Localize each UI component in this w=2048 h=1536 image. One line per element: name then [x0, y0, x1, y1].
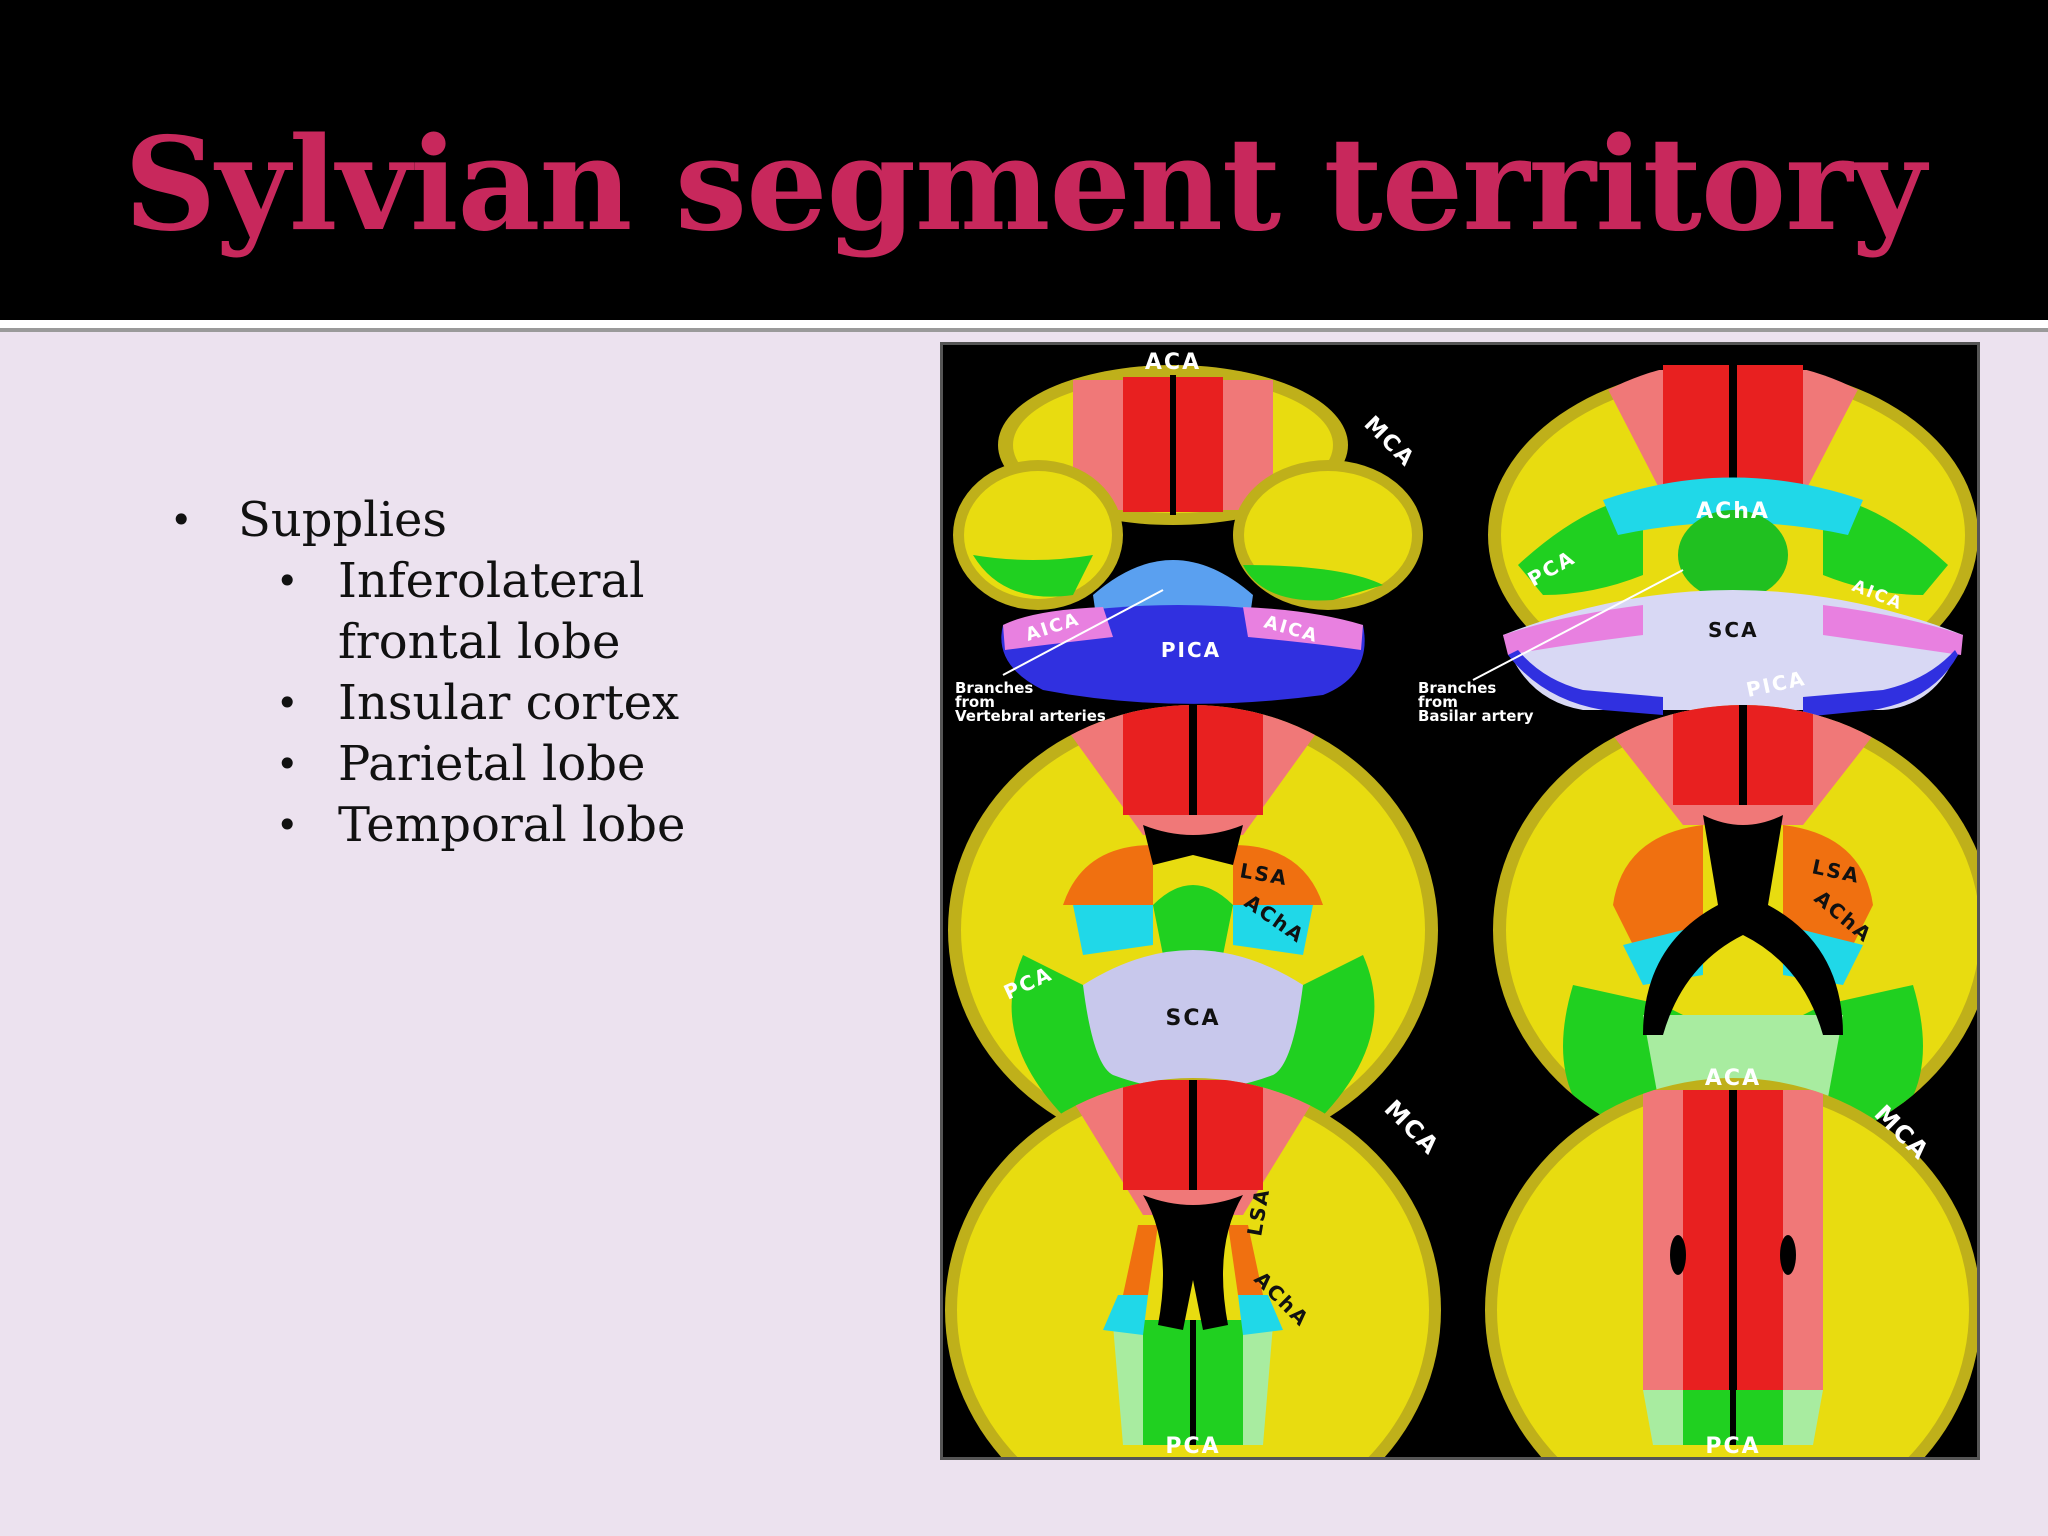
note-basilar-3: Basilar artery	[1418, 707, 1534, 725]
pca-territory	[973, 555, 1093, 597]
slice-midbrain-basilar: AChA PCA AICA SCA PICA Branches from Bas…	[1418, 360, 1977, 725]
label-sca: SCA	[1165, 1006, 1220, 1031]
label-acha: AChA	[1696, 499, 1770, 524]
lsa-territory	[1063, 845, 1153, 905]
label-pca: PCA	[1165, 1434, 1220, 1457]
bullet-temporal-lobe: Temporal lobe	[272, 795, 718, 856]
aica-territory	[1503, 605, 1643, 655]
label-aca: ACA	[1145, 350, 1201, 375]
label-pca: PCA	[1705, 1434, 1760, 1457]
note-basilar-2: from	[1418, 693, 1458, 711]
note-vertebral-3: Vertebral arteries	[955, 707, 1106, 725]
slice-basal-ganglia-upper: LSA AChA	[1493, 705, 1977, 1155]
ventricles	[1143, 1195, 1243, 1330]
slice-posterior-fossa-vertebral: ACA MCA AICA AICA PICA Branches from Ver…	[953, 350, 1423, 725]
note-basilar-1: Branches	[1418, 679, 1496, 697]
sub-bullet-list: Inferolateral frontal lobe Insular corte…	[272, 551, 718, 856]
slide-title: Sylvian segment territory	[124, 110, 1926, 260]
slice-centrum-semiovale: ACA MCA PCA	[1485, 1066, 1977, 1457]
slice-basal-ganglia-lower: LSA AChA PCA SCA	[948, 705, 1438, 1155]
lsa-territory	[1613, 825, 1703, 945]
bullet-list: Supplies Inferolateral frontal lobe Insu…	[170, 490, 718, 856]
note-vertebral-2: from	[955, 693, 995, 711]
acha-territory	[1073, 905, 1153, 955]
pica-territory	[1508, 650, 1663, 715]
sca-territory	[1083, 950, 1303, 1090]
bullet-parietal-lobe: Parietal lobe	[272, 734, 718, 795]
vascular-territory-figure: ACA MCA AICA AICA PICA Branches from Ver…	[940, 342, 1980, 1460]
brain-territory-diagram: ACA MCA AICA AICA PICA Branches from Ver…	[945, 350, 1977, 1457]
bullet-inferolateral-frontal-lobe: Inferolateral frontal lobe	[272, 551, 718, 673]
title-divider	[0, 320, 2048, 328]
note-vertebral-1: Branches	[955, 679, 1033, 697]
title-divider-shadow	[0, 328, 2048, 332]
acha-territory	[1103, 1295, 1148, 1335]
lsa-territory	[1123, 1225, 1158, 1295]
bullet-insular-cortex: Insular cortex	[272, 673, 718, 734]
midbrain	[1678, 510, 1788, 600]
aica-territory	[1003, 607, 1113, 650]
bullet-supplies: Supplies	[170, 490, 718, 551]
acha-territory	[1603, 477, 1863, 535]
title-bar: Sylvian segment territory	[0, 0, 2048, 320]
ventricles	[1643, 815, 1843, 1035]
label-mca: MCA	[1359, 412, 1420, 473]
label-mca: MCA	[1379, 1094, 1446, 1161]
label-sca: SCA	[1708, 618, 1759, 642]
slice-lateral-ventricles: LSA AChA MCA PCA	[945, 1078, 1445, 1457]
label-aca: ACA	[1705, 1066, 1761, 1091]
label-pica: PICA	[1161, 638, 1221, 662]
